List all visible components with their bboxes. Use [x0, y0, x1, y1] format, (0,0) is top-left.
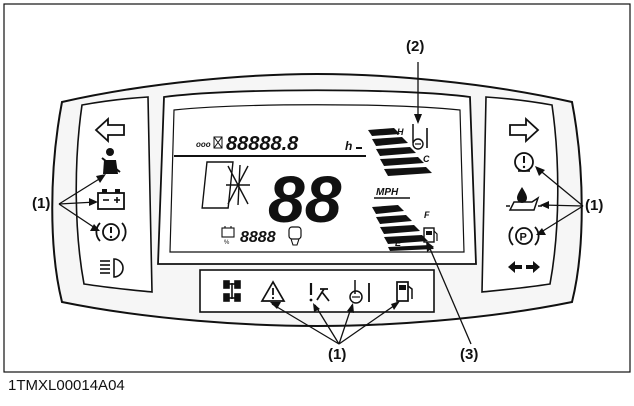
- svg-text:%: %: [224, 240, 230, 246]
- engine-warning-icon: [514, 152, 534, 172]
- temp-cold-label: C: [423, 154, 430, 164]
- speed-unit: MPH: [376, 187, 399, 198]
- hour-meter-digits: 88888.8: [226, 133, 299, 155]
- brake-warning-icon: [95, 222, 127, 242]
- fuel-bargraph: [372, 205, 434, 251]
- service-wrench-icon: [309, 283, 330, 302]
- callout-label-2: (2): [406, 38, 425, 55]
- right-arrow-icon: [509, 116, 540, 144]
- headlight-icon: [100, 258, 124, 278]
- seatbelt-icon: [101, 148, 121, 174]
- temperature-bargraph: [368, 128, 432, 176]
- bottom-indicator-strip: [199, 269, 435, 313]
- fuel-empty-label: E: [395, 238, 402, 248]
- hour-unit: h: [345, 139, 352, 153]
- callout-label-1-left: (1): [32, 195, 51, 212]
- callout-label-3: (3): [460, 346, 479, 363]
- left-arrow-icon: [94, 116, 125, 144]
- figure-code: 1TMXL00014A04: [8, 377, 125, 394]
- svg-text:P: P: [520, 232, 527, 244]
- fuel-full-label: F: [424, 210, 430, 220]
- small-digits: 8888: [240, 229, 276, 246]
- battery-icon: [97, 189, 125, 210]
- parking-brake-icon: P: [508, 226, 540, 246]
- warning-triangle-icon: [260, 280, 286, 302]
- battery-symbol-small: %: [221, 226, 235, 246]
- gear-position-display: [201, 161, 250, 209]
- leader-arrowheads: [89, 114, 549, 313]
- callout-label-1-right: (1): [585, 197, 604, 214]
- lcd-fuel-icon: [423, 227, 438, 243]
- oil-pressure-icon: [506, 187, 542, 211]
- callout-label-1-bottom: (1): [328, 346, 347, 363]
- fuel-icon: [396, 281, 413, 302]
- hazard-arrows-icon: [508, 261, 540, 273]
- speed-digits: 88: [268, 162, 342, 236]
- left-indicator-module: [75, 96, 153, 293]
- temp-high-label: H: [397, 127, 404, 137]
- figure-frame: [3, 3, 631, 373]
- lcd-coolant-icon: [412, 124, 428, 150]
- coolant-temp-icon: [349, 280, 370, 304]
- hourglass-icon: [213, 136, 223, 149]
- service-icon-small: [288, 226, 302, 246]
- odo-prefix: ooo: [196, 140, 211, 149]
- leader-lines: [58, 62, 584, 345]
- four-wheel-drive-icon: [223, 280, 241, 302]
